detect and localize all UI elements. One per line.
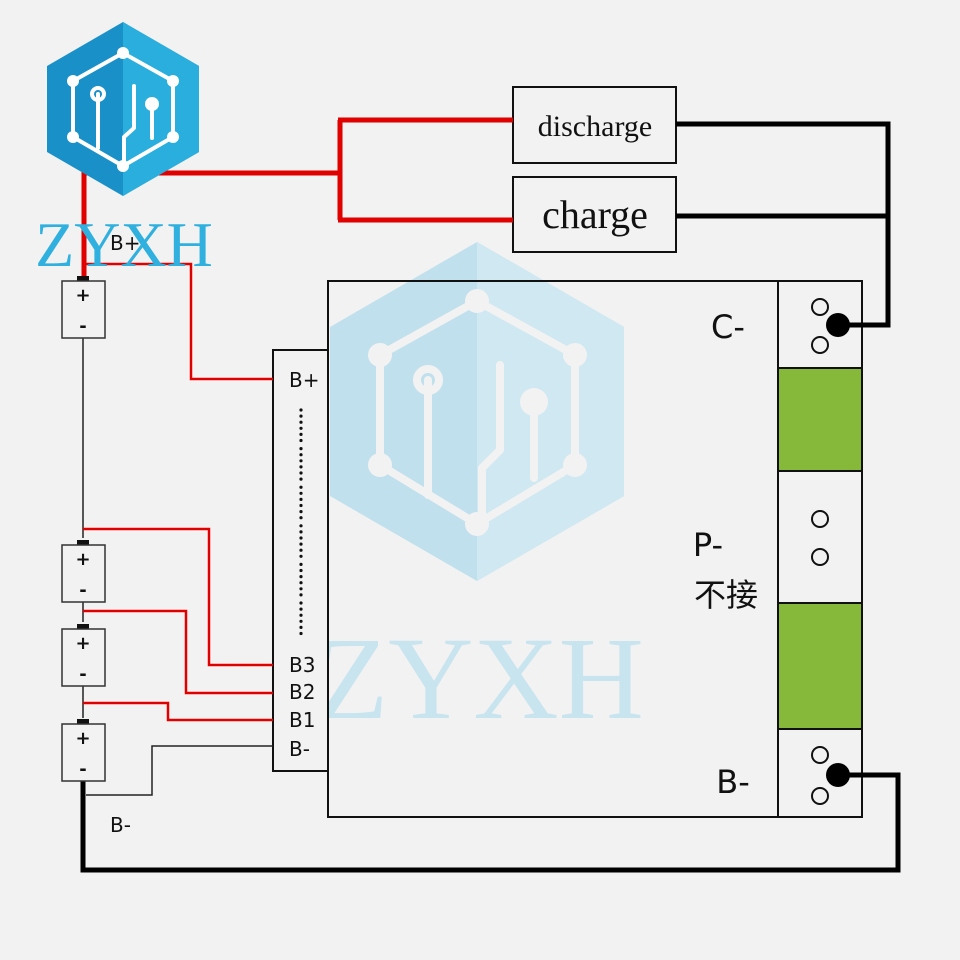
cell-terminal-cap (77, 540, 89, 545)
ellipsis-dot (299, 619, 303, 623)
ellipsis-dot (299, 542, 303, 546)
ellipsis-dot (299, 568, 303, 573)
ellipsis-dot (299, 491, 303, 495)
cell-body (61, 628, 106, 687)
pack-b-plus-label: B+ (110, 231, 140, 255)
ellipsis-dot (299, 447, 303, 451)
ellipsis-dot (299, 607, 303, 611)
battery-cell: +- (61, 719, 106, 782)
ellipsis-dot (299, 524, 303, 528)
ellipsis-dot (299, 554, 303, 558)
ellipsis-dot (299, 453, 303, 457)
ellipsis-dot (299, 432, 303, 436)
terminal-column (777, 280, 863, 818)
ellipsis-dot (299, 420, 303, 424)
cell-plus-label: + (75, 549, 90, 570)
balance-pin-b2: B2 (289, 680, 315, 704)
pack-b-minus-label: B- (110, 813, 131, 837)
p-minus-no-connect-label: 不接 (694, 576, 758, 614)
ellipsis-dot (299, 562, 303, 567)
ellipsis-dot (299, 471, 303, 475)
ellipsis-dot (299, 503, 303, 508)
ellipsis-dot (299, 530, 303, 534)
ellipsis-dot (299, 631, 303, 636)
cell-body (61, 544, 106, 603)
c-minus-label: C- (711, 308, 745, 346)
battery-pack: +-+-+-+- (61, 276, 106, 782)
brand-logo: ZYXH (35, 22, 213, 280)
battery-cell: +- (61, 276, 106, 339)
battery-cell: +- (61, 540, 106, 603)
balance-connector-housing (272, 349, 329, 772)
negative-power-wires (80, 121, 901, 873)
cell-minus-label: - (79, 316, 86, 337)
cell-plus-label: + (75, 285, 90, 306)
ellipsis-dot (299, 485, 303, 489)
ellipsis-dot (299, 548, 303, 552)
ellipsis-dot (299, 477, 303, 481)
cell-plus-label: + (75, 728, 90, 749)
balance-pin-b-plus: B+ (289, 368, 319, 392)
charge-label: charge (542, 192, 648, 237)
cell-plus-label: + (75, 633, 90, 654)
balance-pin-b-minus: B- (289, 737, 310, 761)
b-minus-solder-point (826, 763, 850, 787)
cell-terminal-cap (77, 276, 89, 281)
ellipsis-dot (299, 575, 303, 579)
discharge-switch-box[interactable] (512, 86, 677, 164)
balance-connector: B+ B3 B2 B1 B- (272, 349, 329, 772)
ellipsis-dot (299, 587, 303, 591)
ellipsis-dot (299, 510, 303, 514)
ellipsis-dot (299, 613, 303, 617)
ellipsis-dot (299, 625, 303, 630)
p-minus-label: P- (693, 526, 723, 564)
cell-body (61, 280, 106, 339)
charge-switch-box[interactable] (512, 176, 677, 253)
cell-terminal-cap (77, 624, 89, 629)
balance-pin-b1: B1 (289, 708, 315, 732)
balance-wires (83, 262, 273, 722)
ellipsis-dot (299, 438, 303, 443)
ellipsis-dot (299, 536, 303, 540)
balance-ellipsis-dots (299, 408, 303, 636)
watermark-text: ZYXH (316, 613, 644, 744)
ellipsis-dot (299, 426, 303, 430)
green-pad-lower (777, 602, 863, 730)
cell-minus-label: - (79, 664, 86, 685)
discharge-label: discharge (538, 110, 652, 143)
green-pad-upper (777, 367, 863, 472)
ellipsis-dot (299, 497, 303, 501)
cell-body (61, 723, 106, 782)
watermark-logo: ZYXH (316, 242, 644, 744)
cell-terminal-cap (77, 719, 89, 724)
balance-pin-b3: B3 (289, 653, 315, 677)
brand-logo-text: ZYXH (35, 209, 213, 280)
ellipsis-dot (299, 459, 303, 463)
c-minus-solder-point (826, 313, 850, 337)
b-minus-label: B- (716, 763, 750, 801)
ellipsis-dot (299, 601, 303, 605)
ellipsis-dot (299, 593, 303, 597)
ellipsis-dot (299, 581, 303, 585)
cell-minus-label: - (79, 580, 86, 601)
cell-minus-label: - (79, 759, 86, 780)
series-links (82, 335, 273, 796)
p-minus-terminal[interactable] (777, 470, 863, 604)
ellipsis-dot (299, 516, 303, 520)
ellipsis-dot (299, 465, 303, 469)
terminal-holes (811, 298, 829, 805)
battery-cell: +- (61, 624, 106, 687)
ellipsis-dot (299, 414, 303, 418)
ellipsis-dot (299, 408, 303, 412)
